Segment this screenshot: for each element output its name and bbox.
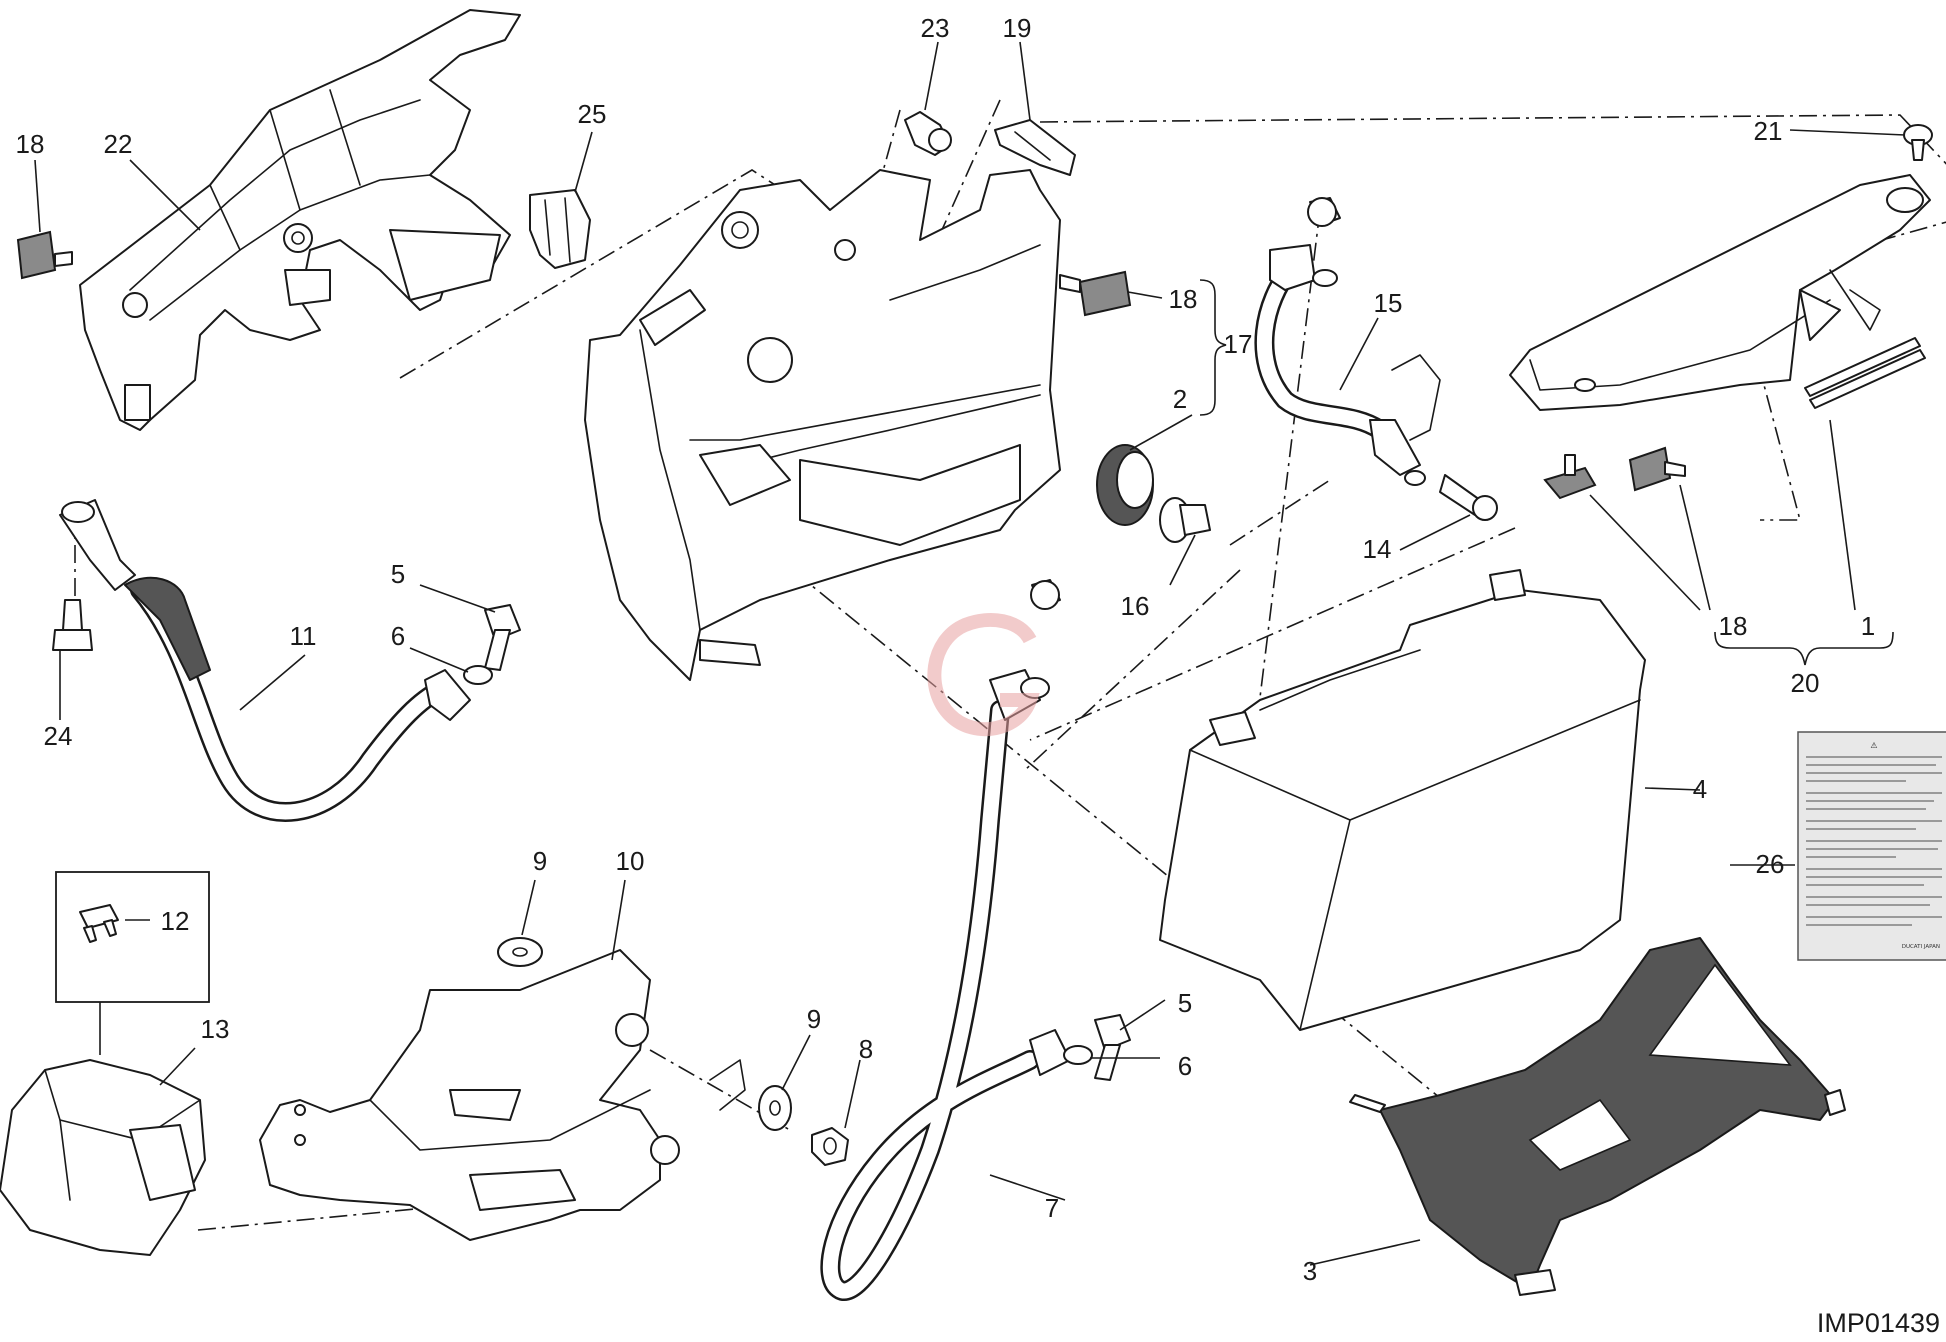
part-9-washer-right	[758, 1085, 792, 1131]
callout-23: 23	[921, 13, 950, 43]
part-6-washer-center	[1063, 1045, 1093, 1065]
part-7-starter-cable	[820, 579, 1071, 1301]
part-23-screw	[904, 111, 952, 156]
svg-text:⚠: ⚠	[1870, 741, 1877, 750]
callout-13: 13	[201, 1014, 230, 1044]
watermark-logo	[927, 613, 1040, 737]
warning-label-text-lines	[1806, 756, 1942, 926]
warning-label-brand: DUCATI JAPAN	[1902, 944, 1940, 950]
part-16-bushing	[1159, 497, 1211, 543]
part-19-clip-nut	[994, 119, 1076, 176]
part-5-bolt-center	[1094, 1014, 1131, 1081]
callout-24: 24	[44, 721, 73, 751]
part-26-warning-label: ⚠ DUCATI JAPAN	[1797, 731, 1946, 961]
part-1-battery-bracket	[1509, 174, 1931, 411]
callout-6-left: 6	[391, 621, 405, 651]
callout-7: 7	[1045, 1193, 1059, 1223]
diagram-code: IMP01439	[1817, 1308, 1940, 1338]
callout-4: 4	[1693, 774, 1707, 804]
part-1-rods	[1804, 337, 1926, 409]
part-18-rubber-pad-center	[1059, 270, 1132, 317]
callout-18-center: 18	[1169, 284, 1198, 314]
callout-3: 3	[1303, 1256, 1317, 1286]
part-4-battery	[1159, 569, 1646, 1031]
callout-20: 20	[1791, 668, 1820, 698]
callout-16: 16	[1121, 591, 1150, 621]
callout-6-center: 6	[1178, 1051, 1192, 1081]
part-12-fuse-inset	[55, 871, 210, 1003]
leader-lines	[34, 41, 1906, 1266]
part-18-rubber-pad-left	[16, 230, 73, 280]
callout-11: 11	[290, 621, 317, 651]
part-25-clip	[529, 189, 591, 269]
part-3-battery-strap	[1349, 937, 1846, 1296]
part-2-grommet	[1096, 444, 1154, 526]
callout-14: 14	[1363, 534, 1392, 564]
callout-9-right: 9	[807, 1004, 821, 1034]
callout-19: 19	[1003, 13, 1032, 43]
callout-9-top: 9	[533, 846, 547, 876]
part-18-pads-right	[1543, 446, 1686, 500]
part-5-bolt-left	[484, 604, 521, 671]
callout-5-left: 5	[391, 559, 405, 589]
brace-17	[1199, 279, 1227, 416]
part-13-relay	[0, 1059, 206, 1256]
part-24-bolt	[52, 599, 93, 651]
part-8-nut	[811, 1127, 849, 1166]
bracket-20	[1714, 631, 1894, 666]
part-6-washer-left	[463, 665, 493, 685]
callout-18-left: 18	[16, 129, 45, 159]
callout-17: 17	[1224, 329, 1253, 359]
callout-labels: 1 2 3 4 5 5 6 6 7 8 9 9 10 11 12 13 14 1…	[16, 13, 1876, 1286]
callout-8: 8	[859, 1034, 873, 1064]
part-15-ground-cable	[1254, 197, 1441, 476]
callout-26: 26	[1756, 849, 1785, 879]
callout-22: 22	[104, 129, 133, 159]
callout-18-right: 18	[1719, 611, 1748, 641]
callout-12: 12	[161, 906, 190, 936]
part-9-washer-top	[497, 937, 543, 967]
callout-10: 10	[616, 846, 645, 876]
part-22-subframe-bracket	[79, 9, 521, 431]
callout-5-center: 5	[1178, 988, 1192, 1018]
part-14-bolt	[1404, 470, 1498, 521]
part-21-screw	[1903, 124, 1933, 161]
battery-box	[584, 169, 1061, 681]
callout-15: 15	[1374, 288, 1403, 318]
callout-21: 21	[1754, 116, 1783, 146]
part-10-mounting-plate	[259, 949, 746, 1241]
callout-25: 25	[578, 99, 607, 129]
callout-1: 1	[1861, 611, 1875, 641]
part-11-battery-cable	[59, 499, 471, 822]
callout-2: 2	[1173, 384, 1187, 414]
